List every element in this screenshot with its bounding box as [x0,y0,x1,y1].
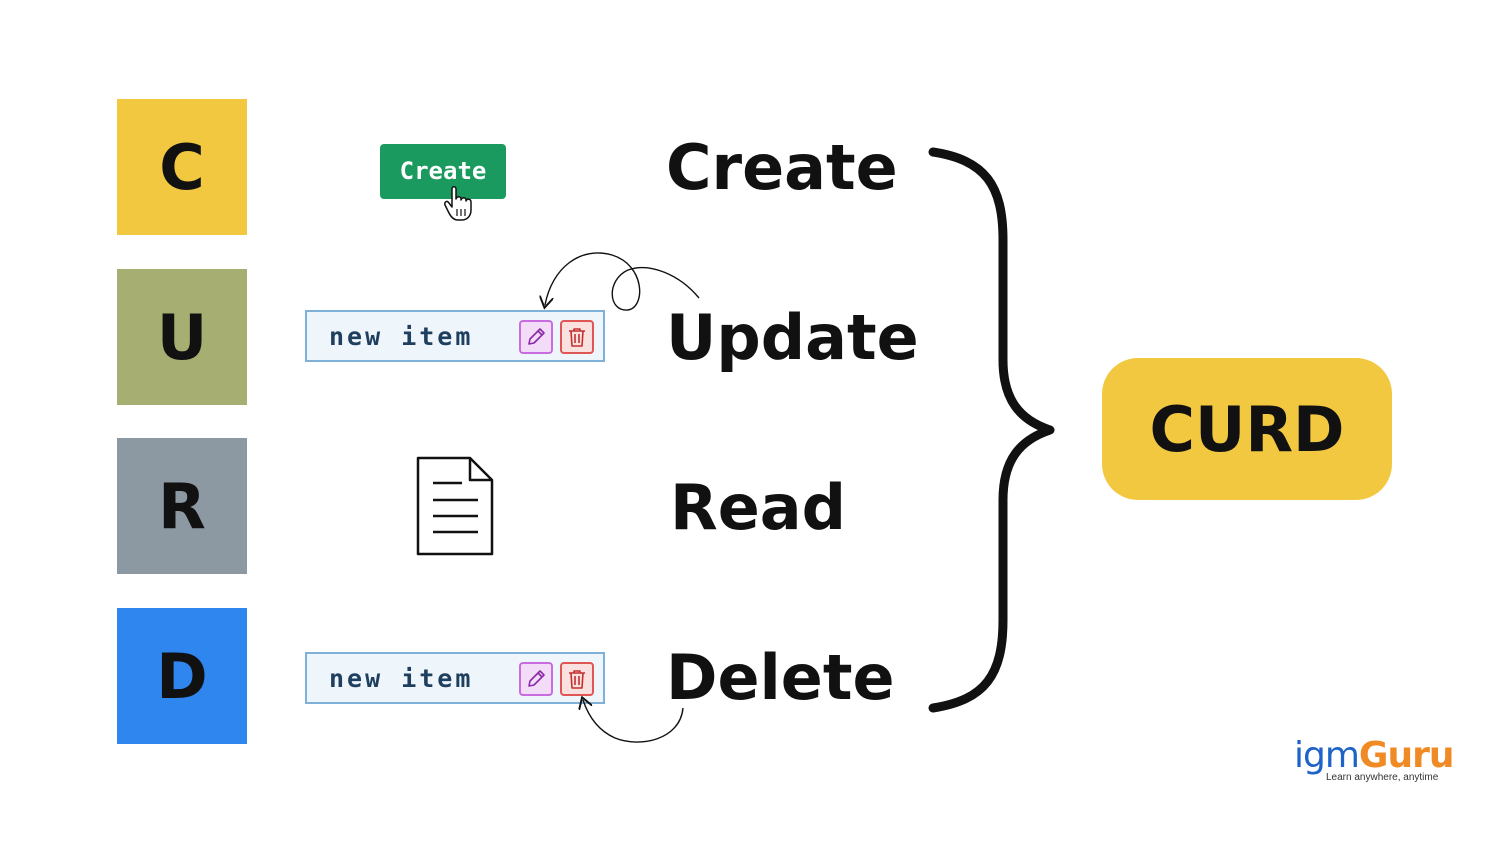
letter-d: D [156,639,208,713]
letter-box-u: U [117,269,247,405]
curd-label: CURD [1149,392,1345,466]
pencil-icon [528,670,545,687]
create-button[interactable]: Create [380,144,506,199]
update-item-text: new item [329,322,474,351]
word-delete: Delete [666,641,895,714]
update-arrow [545,252,700,311]
letter-box-d: D [117,608,247,744]
word-create: Create [666,131,898,204]
curly-brace [928,147,1055,713]
delete-arrow [583,700,684,743]
logo-brand-part2: Guru [1358,735,1455,776]
hand-pointer-icon [444,186,472,221]
letter-box-r: R [117,438,247,574]
letter-box-c: C [117,99,247,235]
delete-row-edit-button[interactable] [519,662,553,696]
letter-r: R [158,469,206,543]
trash-icon [569,328,585,347]
curd-pill: CURD [1102,358,1392,500]
create-button-label: Create [399,156,487,185]
logo-wordmark: igmGuru [1294,738,1454,774]
trash-icon [569,670,585,689]
letter-u: U [156,300,208,374]
delete-item-text: new item [329,664,474,693]
logo-brand-part1: igm [1294,735,1360,776]
delete-item-row: new item [305,652,605,704]
update-item-row: new item [305,310,605,362]
update-edit-button[interactable] [519,320,553,354]
igmguru-logo: igmGuru Learn anywhere, anytime [1294,738,1454,784]
word-read: Read [670,471,847,544]
pencil-icon [528,328,545,345]
logo-tagline: Learn anywhere, anytime [1326,772,1439,783]
document-icon [416,456,494,556]
word-update: Update [666,301,919,374]
letter-c: C [159,130,205,204]
update-delete-button[interactable] [560,320,594,354]
delete-row-delete-button[interactable] [560,662,594,696]
